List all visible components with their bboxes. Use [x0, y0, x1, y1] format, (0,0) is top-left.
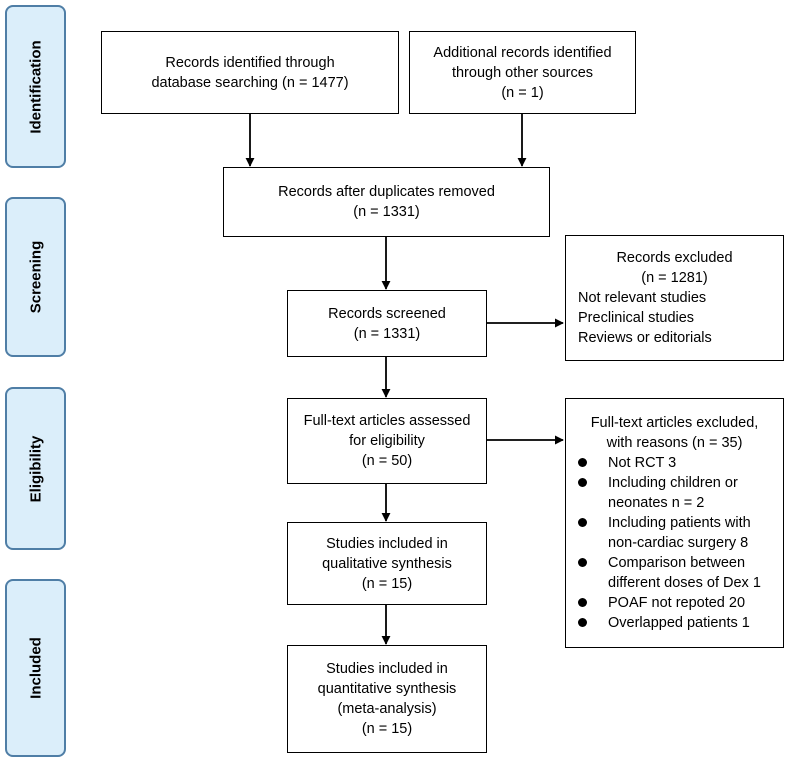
exclusion-reason-item: Including children or neonates n = 2 [576, 473, 783, 513]
box-fulltext-excluded: Full-text articles excluded, with reason… [565, 398, 784, 648]
box-other-line-2: through other sources [451, 64, 594, 81]
box-quantitative-line-4: (n = 15) [361, 721, 413, 737]
records-excluded-count: (n = 1281) [641, 270, 708, 286]
box-quantitative-line-2: quantitative synthesis [317, 681, 457, 697]
box-database-records: Records identified through database sear… [101, 31, 399, 114]
phase-identification: Identification [5, 5, 66, 168]
box-fulltext-assessed: Full-text articles assessed for eligibil… [287, 398, 487, 484]
fulltext-excluded-reasons: Not RCT 3 Including children or neonates… [566, 453, 783, 633]
box-screened-line-1: Records screened [328, 305, 446, 322]
box-fulltext-line-1: Full-text articles assessed [303, 413, 471, 429]
exclusion-reason-item: Not RCT 3 [576, 453, 783, 473]
box-screened-line-2: (n = 1331) [353, 325, 421, 342]
phase-eligibility: Eligibility [5, 387, 66, 550]
box-fulltext-line-2: for eligibility [349, 433, 425, 449]
box-other-line-3: (n = 1) [501, 84, 544, 101]
exclusion-reason-item: Comparison between different doses of De… [576, 553, 783, 593]
box-qualitative-line-2: qualitative synthesis [322, 555, 452, 572]
box-qualitative-line-3: (n = 15) [361, 575, 413, 592]
box-qualitative-line-1: Studies included in [326, 535, 448, 552]
box-quantitative-line-3: (meta-analysis) [337, 701, 437, 717]
box-records-screened: Records screened (n = 1331) [287, 290, 487, 357]
records-excluded-title: Records excluded [616, 250, 733, 266]
box-database-line-1: Records identified through [165, 54, 335, 71]
box-fulltext-line-3: (n = 50) [361, 453, 413, 469]
box-other-sources: Additional records identified through ot… [409, 31, 636, 114]
phase-screening: Screening [5, 197, 66, 357]
box-qualitative-synthesis: Studies included in qualitative synthesi… [287, 522, 487, 605]
box-other-line-1: Additional records identified [433, 44, 612, 61]
box-database-line-2: database searching (n = 1477) [151, 74, 349, 91]
box-quantitative-synthesis: Studies included in quantitative synthes… [287, 645, 487, 753]
exclusion-reason-item: Overlapped patients 1 [576, 613, 783, 633]
box-duplicates-removed: Records after duplicates removed (n = 13… [223, 167, 550, 237]
records-excluded-reason: Not relevant studies [578, 290, 707, 306]
records-excluded-reason: Reviews or editorials [578, 330, 712, 346]
fulltext-excluded-count: with reasons (n = 35) [606, 435, 743, 451]
exclusion-reason-item: Including patients with non-cardiac surg… [576, 513, 783, 553]
phase-included: Included [5, 579, 66, 757]
box-duplicates-line-1: Records after duplicates removed [278, 184, 495, 200]
fulltext-excluded-title: Full-text articles excluded, [590, 415, 759, 431]
box-records-excluded: Records excluded (n = 1281) Not relevant… [565, 235, 784, 361]
exclusion-reason-item: POAF not repoted 20 [576, 593, 783, 613]
box-duplicates-line-2: (n = 1331) [353, 204, 420, 220]
records-excluded-reason: Preclinical studies [578, 310, 695, 326]
box-quantitative-line-1: Studies included in [326, 661, 448, 677]
